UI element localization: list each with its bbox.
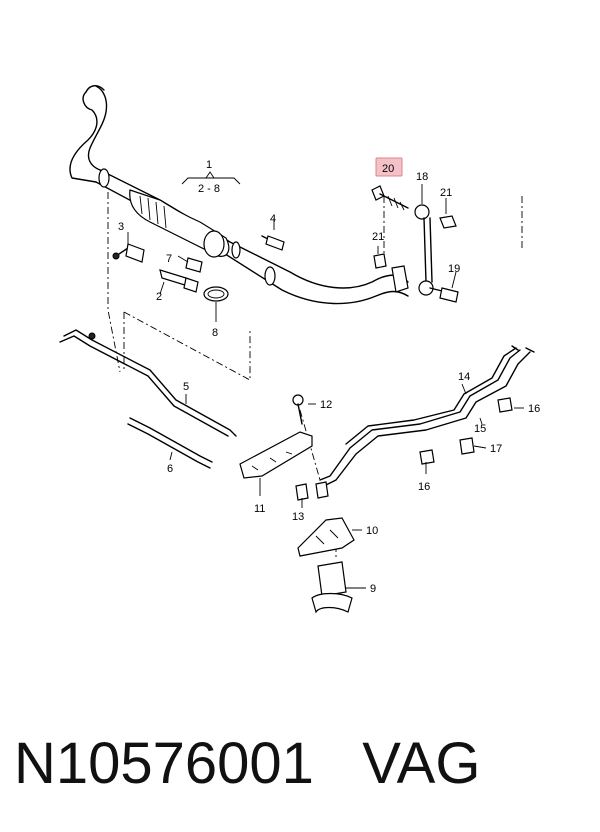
part-21-nut-upper [439,215,457,229]
label-3: 3 [118,221,124,233]
label-9: 9 [370,583,376,595]
leader-lines [127,184,524,589]
pipe-6 [127,417,213,469]
label-4: 4 [270,213,276,225]
label-10: 10 [366,525,378,537]
part-17-clip [459,437,475,455]
label-21-b: 21 [372,231,384,243]
part-9-bushing [311,561,353,614]
label-1-range: 2 - 8 [198,183,220,195]
label-21-a: 21 [440,187,452,199]
part-20-bolt-highlighted [371,185,409,211]
label-1: 1 [206,159,212,171]
pipe-14 [319,345,535,487]
part-number: N10576001 [14,731,314,796]
group-bracket-1 [181,171,241,185]
label-6: 6 [167,463,173,475]
part-16-clip-lower [419,449,435,465]
part-7-sensor [185,257,203,273]
label-20-highlight [375,157,403,177]
part-21-nut-lower [373,253,387,269]
part-19-bolt [429,287,459,303]
label-5: 5 [183,381,189,393]
label-17: 17 [490,443,502,455]
label-16-a: 16 [528,403,540,415]
label-19: 19 [448,263,460,275]
part-11-bracket [239,431,313,479]
stabilizer-bar [69,85,409,305]
part-10-mount [297,517,355,557]
label-7: 7 [166,253,172,265]
brand-name: VAG [362,731,481,796]
part-8-clamp [203,286,229,302]
part-18-link [414,204,434,296]
label-16-b: 16 [418,481,430,493]
label-12: 12 [320,399,332,411]
label-15: 15 [474,423,486,435]
part-4-bolt [261,235,285,251]
caption-gap [314,731,362,796]
pipe-5 [59,329,237,437]
part-2-sensor [159,269,199,293]
label-8: 8 [212,327,218,339]
part-13-clamps [295,481,329,501]
label-14: 14 [458,371,470,383]
part-3-bolt [112,243,145,263]
part-number-caption: N10576001 VAG [14,728,594,800]
label-2: 2 [156,291,162,303]
part-12-bolt [292,394,304,425]
bar-end-bracket [391,265,409,293]
part-16-clip-right [497,397,513,413]
label-18: 18 [416,171,428,183]
label-20: 20 [382,163,394,175]
label-13: 13 [292,511,304,523]
callout-labels: 1 2 - 8 2 3 4 5 6 7 8 9 10 11 12 13 14 1… [118,157,540,595]
label-11: 11 [254,503,265,515]
